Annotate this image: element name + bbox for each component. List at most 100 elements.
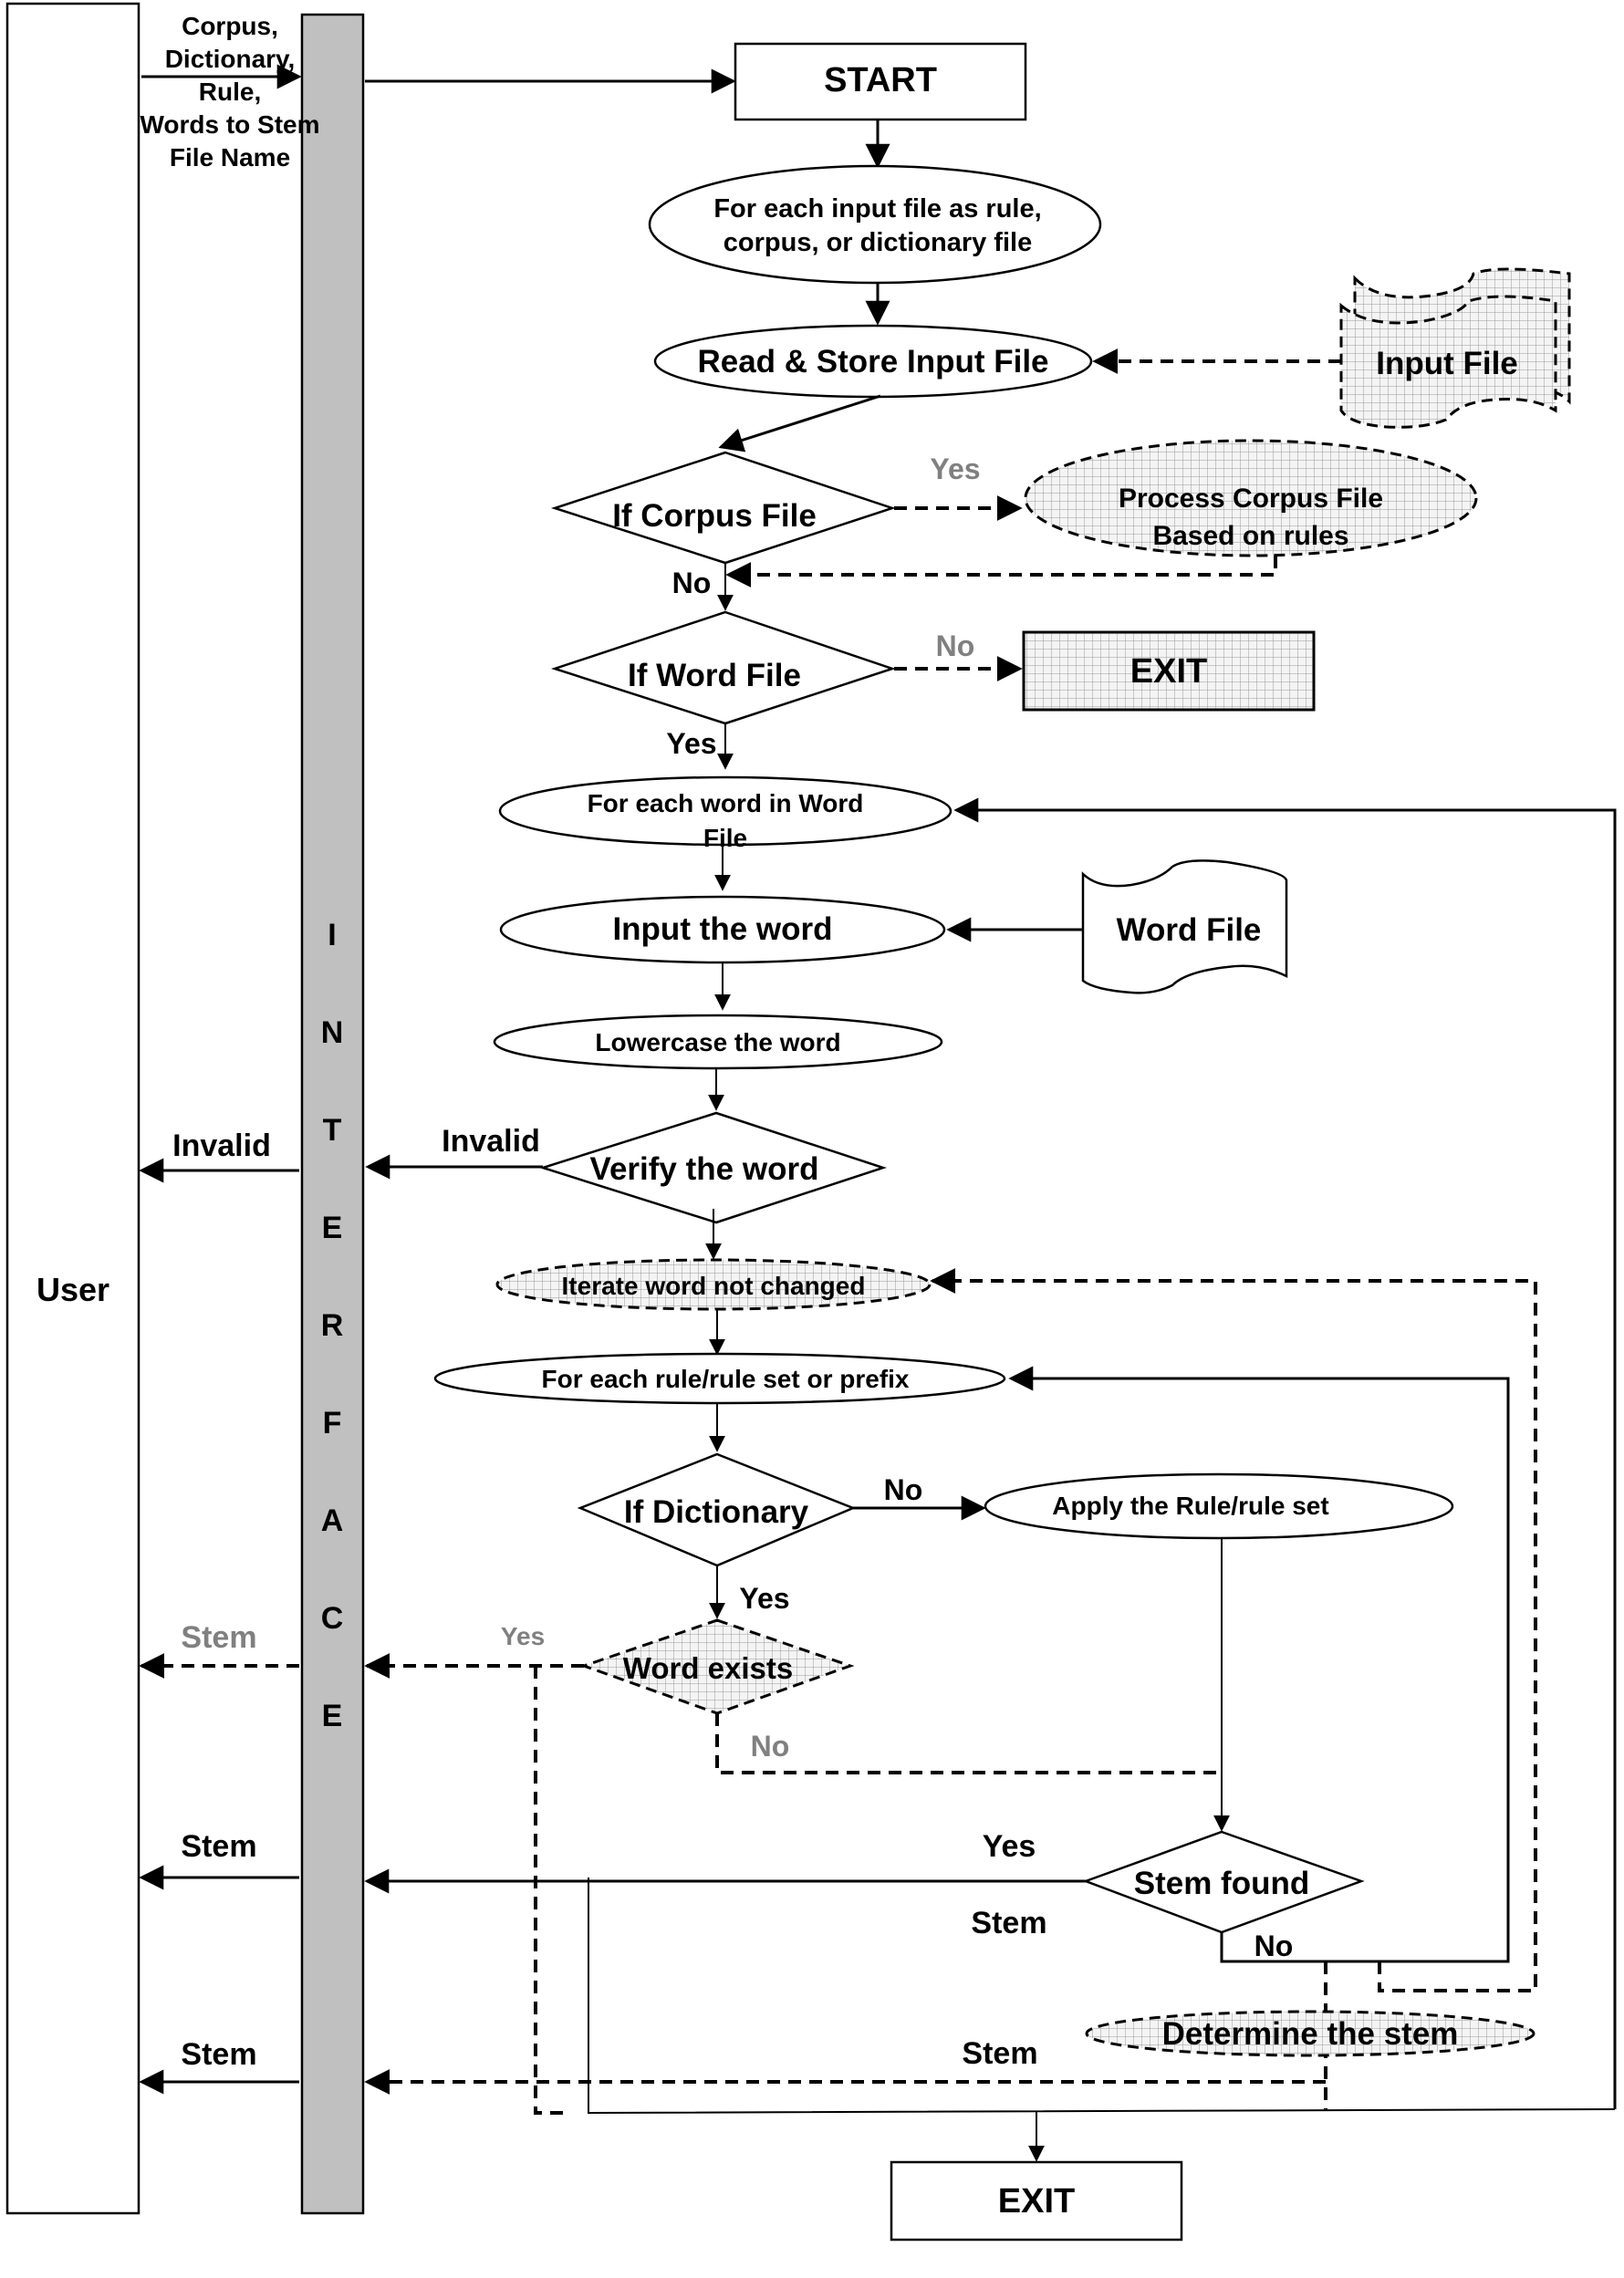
edge-label-wordfile-yes: Yes: [666, 727, 716, 760]
inputs-label-line: Rule,: [199, 78, 261, 106]
input-word-label: Input the word: [612, 911, 832, 947]
if-corpus-node[interactable]: If Corpus File: [550, 451, 896, 565]
edge-label-dict-yes: Yes: [739, 1582, 789, 1615]
edge-exists-yes-to-bottom: [534, 1666, 564, 2115]
exit-top-box: [1022, 630, 1316, 712]
inputs-label: Corpus, Dictionary, Rule, Words to Stem …: [140, 12, 319, 172]
for-each-rule-node[interactable]: For each rule/rule set or prefix: [433, 1352, 1006, 1405]
verify-node[interactable]: Verify the word: [538, 1111, 888, 1224]
edge-read-corpus: [718, 394, 881, 452]
interface-letter: T: [323, 1113, 342, 1148]
edge-label-user-stem-2: Stem: [181, 1829, 256, 1864]
edge-stem-to-exit-bus: [588, 1878, 1616, 2115]
interface-letter: E: [322, 1211, 343, 1245]
apply-rule-ellipse: [984, 1472, 1454, 1540]
inputs-label-line: Dictionary,: [165, 45, 296, 73]
interface-lane: I N T E R F A C E: [300, 13, 365, 2215]
edge-label-exists-no: No: [751, 1730, 790, 1763]
for-each-input-node[interactable]: For each input file as rule, corpus, or …: [648, 164, 1102, 285]
determine-stem-label: Determine the stem: [1162, 2016, 1459, 2052]
edge-word-loop: [953, 797, 1617, 2109]
word-exists-node[interactable]: Word exists: [579, 1618, 855, 1715]
exit-top-label: EXIT: [1130, 652, 1207, 691]
interface-letter: R: [321, 1308, 344, 1343]
for-each-rule-label: For each rule/rule set or prefix: [541, 1365, 909, 1393]
stem-found-label: Stem found: [1134, 1866, 1309, 1901]
edge-process-return: [725, 556, 1277, 588]
start-node[interactable]: START: [734, 42, 1027, 121]
process-corpus-label: Process Corpus File: [1119, 484, 1383, 514]
edge-label-wordfile-no: No: [936, 629, 975, 662]
for-each-input-ellipse: [648, 164, 1102, 285]
interface-letter: C: [321, 1601, 344, 1636]
edge-label-user-stem-1: Stem: [181, 1620, 256, 1655]
edge-rule-loop: [1008, 1366, 1510, 1963]
for-each-word-ellipse: [498, 775, 953, 847]
exit-bottom-node[interactable]: EXIT: [890, 2160, 1183, 2242]
verify-label: Verify the word: [590, 1151, 819, 1187]
edge-exists-no: [715, 1713, 1222, 1774]
edge-label-dict-no: No: [884, 1473, 923, 1506]
process-corpus-node[interactable]: Process Corpus File Based on rules: [1024, 439, 1478, 557]
if-word-file-label: If Word File: [628, 658, 801, 693]
iterate-node[interactable]: Iterate word not changed: [495, 1258, 932, 1311]
exit-bottom-label: EXIT: [998, 2182, 1075, 2221]
verify-diamond: [538, 1111, 888, 1224]
for-each-word-label: For each word in Word: [588, 789, 864, 817]
iterate-ellipse: [495, 1258, 932, 1311]
interface-letter: A: [321, 1503, 344, 1538]
word-file-node[interactable]: Word File: [1081, 859, 1288, 994]
stem-found-node[interactable]: Stem found: [1082, 1830, 1365, 1934]
if-corpus-label: If Corpus File: [612, 498, 817, 534]
interface-letters: I N T E R F A C E: [321, 918, 344, 1733]
for-each-input-label: corpus, or dictionary file: [724, 228, 1032, 257]
edge-label-user-stem-3: Stem: [181, 2037, 256, 2072]
for-each-word-node[interactable]: For each word in Word File: [498, 775, 953, 852]
lowercase-label: Lowercase the word: [595, 1028, 840, 1056]
edge-label-corpus-no: No: [672, 567, 712, 599]
if-dictionary-node[interactable]: If Dictionary: [577, 1452, 857, 1567]
inputs-label-line: Words to Stem: [140, 110, 319, 139]
word-exists-label: Word exists: [623, 1651, 793, 1685]
interface-letter: F: [323, 1406, 342, 1441]
user-lane: User: [5, 2, 141, 2215]
word-file-label: Word File: [1117, 912, 1262, 948]
determine-stem-node[interactable]: Determine the stem: [1085, 2010, 1536, 2057]
start-box: [734, 42, 1027, 121]
start-label: START: [824, 61, 937, 99]
iterate-label: Iterate word not changed: [562, 1272, 866, 1300]
for-each-rule-ellipse: [433, 1352, 1006, 1405]
edge-label-found-no: No: [1254, 1930, 1294, 1962]
exit-top-node[interactable]: EXIT: [1022, 630, 1316, 712]
input-word-node[interactable]: Input the word: [499, 895, 946, 964]
exit-bottom-box: [890, 2160, 1183, 2242]
edge-iterate-loop: [930, 1268, 1537, 1992]
edge-label-corpus-yes: Yes: [930, 452, 980, 485]
interface-letter: N: [321, 1015, 344, 1050]
user-lane-box: [5, 2, 141, 2215]
edge-label-exists-yes: Yes: [501, 1622, 545, 1650]
input-file-document-shape: [1339, 295, 1557, 429]
lowercase-node[interactable]: Lowercase the word: [493, 1014, 943, 1070]
determine-stem-ellipse: [1085, 2010, 1536, 2057]
interface-letter: I: [328, 918, 336, 952]
if-word-file-node[interactable]: If Word File: [550, 610, 896, 725]
if-dictionary-label: If Dictionary: [624, 1494, 809, 1530]
process-corpus-label: Based on rules: [1152, 521, 1348, 551]
read-store-label: Read & Store Input File: [697, 344, 1048, 380]
edge-label-determine-stem: Stem: [962, 2036, 1037, 2071]
interface-letter: E: [322, 1699, 343, 1733]
read-store-node[interactable]: Read & Store Input File: [653, 324, 1093, 399]
edge-label-found-stem: Stem: [971, 1906, 1046, 1940]
inputs-label-line: Corpus,: [182, 12, 278, 40]
input-file-label: Input File: [1376, 346, 1518, 381]
for-each-word-label: File: [703, 824, 747, 852]
for-each-input-label: For each input file as rule,: [713, 194, 1041, 224]
input-file-node[interactable]: Input File: [1339, 267, 1571, 429]
edge-label-verify-invalid: Invalid: [442, 1124, 540, 1159]
process-corpus-ellipse: [1024, 439, 1478, 557]
word-file-document-shape: [1081, 859, 1288, 994]
apply-rule-node[interactable]: Apply the Rule/rule set: [984, 1472, 1454, 1540]
interface-lane-bar: [300, 13, 365, 2215]
